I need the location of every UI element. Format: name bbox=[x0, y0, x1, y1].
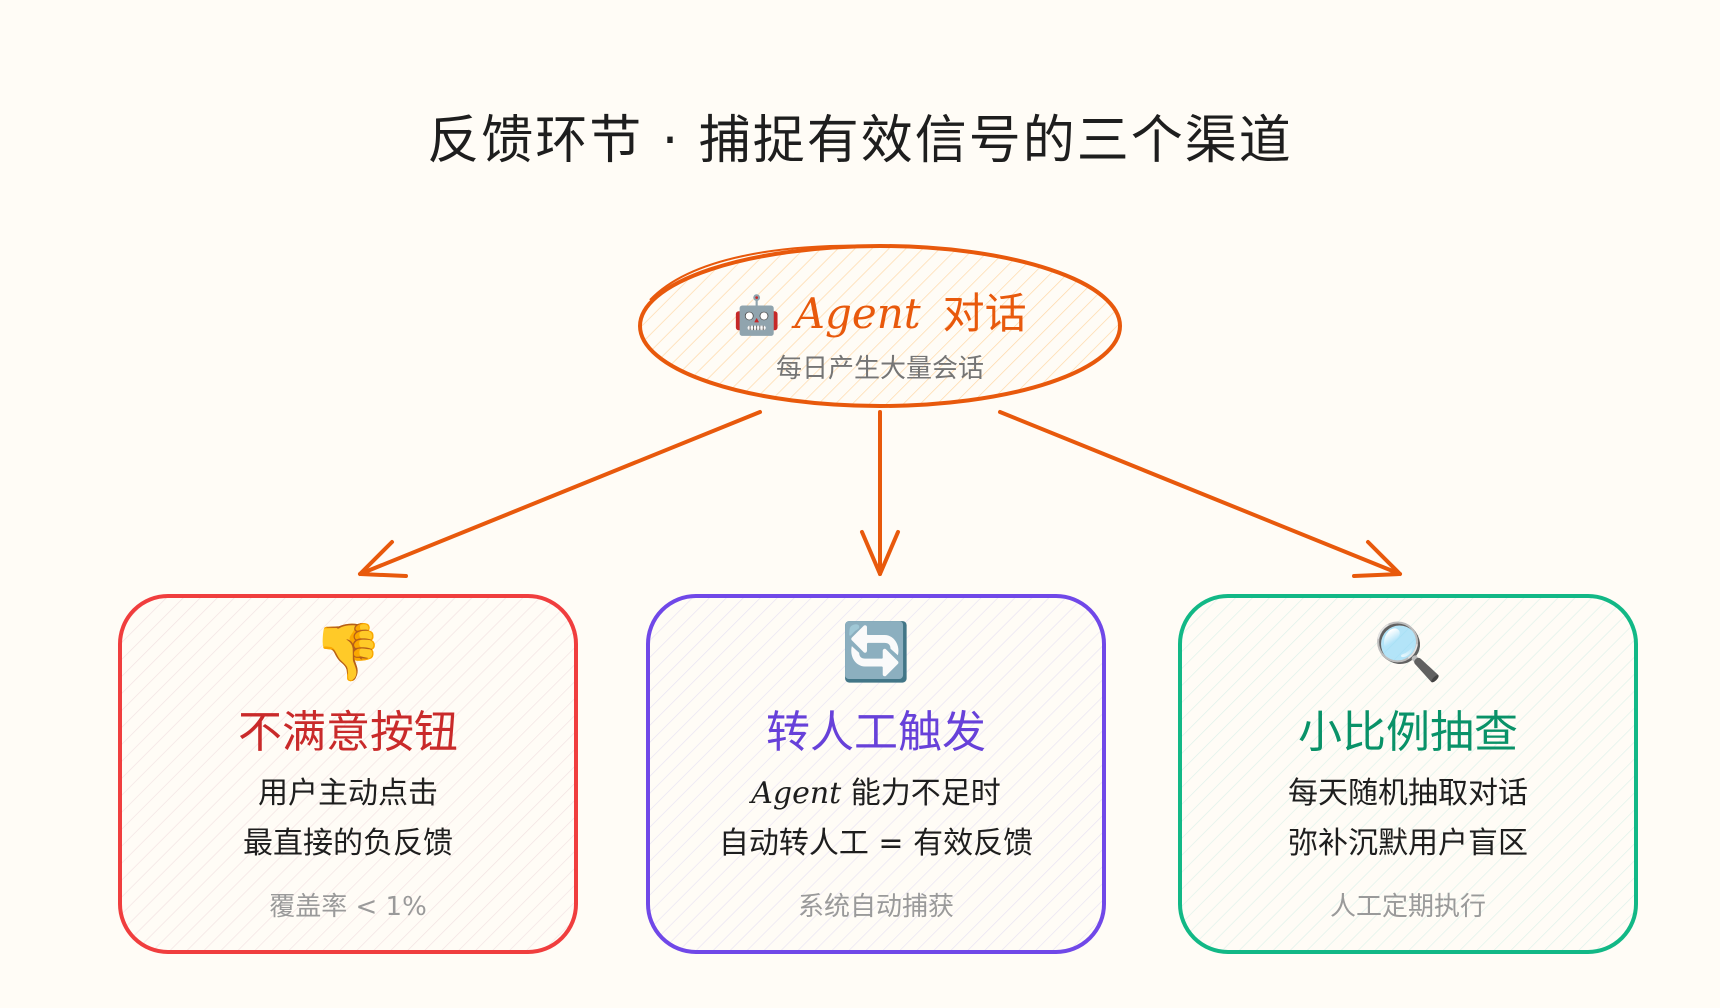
card-line-1: 用户主动点击 bbox=[258, 776, 438, 811]
page-title: 反馈环节 · 捕捉有效信号的三个渠道 bbox=[427, 111, 1293, 171]
robot-icon: 🤖 bbox=[733, 293, 781, 337]
hub-title: 🤖 Agent 对话 bbox=[640, 280, 1120, 341]
refresh-arrows-icon: 🔄 bbox=[841, 620, 911, 685]
card-line-1-rest: 能力不足时 bbox=[850, 776, 1001, 811]
card-sampling-review: 🔍 小比例抽查 每天随机抽取对话 弥补沉默用户盲区 人工定期执行 bbox=[1180, 596, 1636, 952]
arrow-to-card-2 bbox=[860, 410, 900, 576]
card-line-2: 自动转人工 = 有效反馈 bbox=[718, 826, 1034, 861]
arrow-to-card-1 bbox=[358, 410, 762, 578]
card-agent-word: Agent bbox=[751, 776, 842, 811]
card-line-2: 弥补沉默用户盲区 bbox=[1288, 826, 1528, 861]
card-title: 不满意按钮 bbox=[238, 707, 458, 758]
card-footnote: 覆盖率 < 1% bbox=[269, 892, 427, 922]
card-title: 小比例抽查 bbox=[1298, 707, 1518, 758]
hub-subtitle: 每日产生大量会话 bbox=[775, 354, 984, 384]
thumbs-down-icon: 👎 bbox=[313, 620, 383, 685]
card-3-box bbox=[1178, 594, 1638, 954]
card-line-2: 最直接的负反馈 bbox=[243, 826, 453, 861]
hub-ellipse bbox=[638, 244, 1122, 408]
card-line-1: 每天随机抽取对话 bbox=[1288, 776, 1528, 811]
hub-agent-word: Agent bbox=[794, 289, 921, 338]
card-line-1: Agent 能力不足时 bbox=[648, 768, 1104, 812]
card-2-box bbox=[646, 594, 1106, 954]
magnifier-icon: 🔍 bbox=[1373, 620, 1443, 685]
card-dissatisfied-button: 👎 不满意按钮 用户主动点击 最直接的负反馈 覆盖率 < 1% bbox=[120, 596, 576, 952]
card-footnote: 系统自动捕获 bbox=[797, 892, 954, 922]
card-footnote: 人工定期执行 bbox=[1329, 892, 1486, 922]
card-title: 转人工触发 bbox=[766, 707, 986, 758]
hub-title-suffix: 对话 bbox=[942, 289, 1027, 338]
card-human-handoff: 🔄 转人工触发 Agent 能力不足时 自动转人工 = 有效反馈 系统自动捕获 bbox=[648, 596, 1104, 952]
arrow-to-card-3 bbox=[998, 410, 1402, 578]
hub-node: 🤖 Agent 对话 每日产生大量会话 bbox=[640, 250, 1120, 410]
card-1-box bbox=[118, 594, 578, 954]
